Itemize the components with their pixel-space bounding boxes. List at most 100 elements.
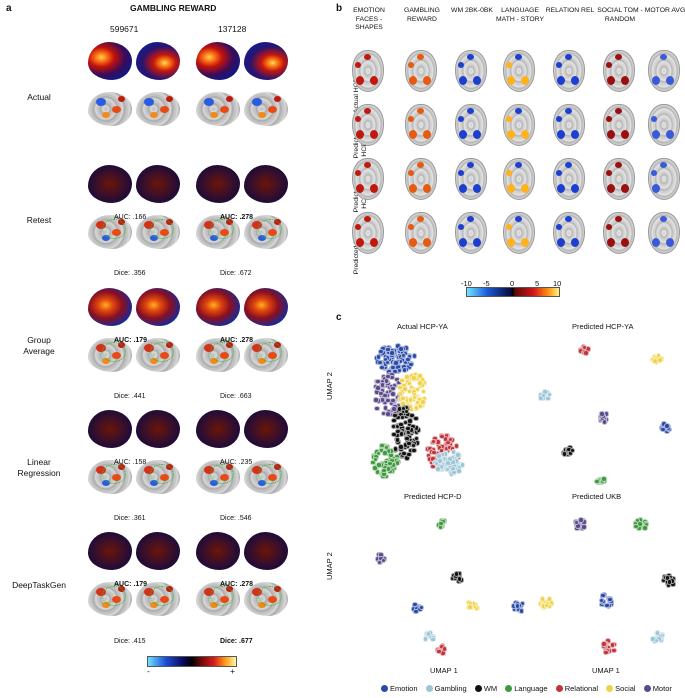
activation-spot: [364, 54, 371, 60]
activation-blob: [160, 106, 169, 113]
umap-point: [514, 603, 521, 609]
activation-blob: [150, 358, 158, 364]
activation-spot: [621, 238, 629, 247]
activation-blob: [204, 98, 214, 106]
brain-surface-top: [244, 42, 288, 80]
umap-point: [397, 384, 403, 391]
brain-surface-top: [244, 532, 288, 570]
activation-spot: [621, 76, 629, 85]
umap-point: [417, 373, 423, 379]
activation-spot: [364, 108, 371, 114]
umap-point: [374, 405, 380, 412]
activation-spot: [408, 62, 414, 68]
activation-blob: [210, 235, 218, 241]
activation-spot: [606, 62, 612, 68]
umap-point: [380, 557, 387, 564]
roi-outline: [150, 464, 174, 484]
brain-surface-top: [244, 410, 288, 448]
activation-blob: [258, 112, 266, 118]
activation-spot: [458, 170, 464, 176]
row-label-deeptaskgen: DeepTaskGen: [12, 580, 66, 590]
activation-spot: [556, 224, 562, 230]
umap-point: [382, 405, 389, 411]
umap-point: [411, 353, 418, 359]
umap-point: [435, 466, 441, 472]
brain-surface-top: [136, 288, 180, 326]
brain-surface-bottom: [136, 92, 180, 126]
activation-spot: [652, 130, 660, 139]
activation-spot: [507, 184, 515, 193]
umap-point: [569, 447, 576, 454]
activation-blob: [102, 112, 110, 118]
activation-blob: [252, 588, 262, 596]
activation-spot: [507, 130, 515, 139]
activation-blob: [258, 602, 266, 608]
umap-point: [382, 392, 388, 399]
umap-point: [395, 343, 401, 349]
activation-spot: [556, 116, 562, 122]
umap-point: [652, 358, 658, 364]
umap-point: [385, 397, 391, 404]
activation-spot: [417, 162, 424, 168]
activation-spot: [364, 162, 371, 168]
brain-surface-top: [88, 42, 132, 80]
activation-blob: [96, 466, 106, 474]
umap-point: [398, 346, 404, 352]
activation-blob: [210, 112, 218, 118]
activation-blob: [102, 602, 110, 608]
umap-point: [390, 391, 396, 397]
umap-point: [411, 375, 417, 381]
activation-spot: [615, 216, 622, 222]
activation-spot: [417, 108, 424, 114]
axial-brain-slice: [352, 104, 384, 146]
activation-spot: [621, 184, 629, 193]
activation-spot: [506, 62, 512, 68]
activation-spot: [458, 224, 464, 230]
umap-point: [405, 425, 411, 432]
roi-outline: [150, 342, 174, 362]
umap-point: [398, 421, 404, 428]
linreg-dice-1: Dice: .361: [114, 515, 146, 522]
roi-outline: [258, 342, 282, 362]
activation-spot: [565, 108, 572, 114]
brain-surface-top: [196, 288, 240, 326]
umap-point: [657, 357, 663, 363]
umap-point: [372, 456, 379, 463]
umap-point: [436, 453, 442, 459]
umap-point: [394, 460, 400, 466]
subject-label-1: 599671: [110, 24, 139, 34]
umap-point: [393, 360, 399, 366]
activation-blob: [226, 96, 233, 102]
umap-point: [392, 412, 398, 419]
activation-spot: [615, 108, 622, 114]
umap-point: [601, 641, 607, 647]
brain-surface-top: [88, 532, 132, 570]
umap-point: [633, 523, 639, 530]
column-header: EMOTION FACES - SHAPES: [353, 7, 385, 31]
activation-blob: [210, 358, 218, 364]
umap-xlabel-right: UMAP 1: [592, 666, 620, 675]
activation-blob: [252, 344, 262, 352]
activation-spot: [606, 224, 612, 230]
umap-point: [543, 602, 550, 609]
activation-spot: [607, 238, 615, 247]
umap-point: [413, 435, 420, 442]
roi-outline: [102, 342, 126, 362]
umap-point: [573, 519, 580, 526]
umap-point: [430, 438, 437, 445]
umap-xlabel-left: UMAP 1: [430, 666, 458, 675]
activation-spot: [652, 76, 660, 85]
panel-b-tick-m5: -5: [483, 279, 490, 288]
umap-point: [399, 377, 405, 384]
activation-blob: [96, 588, 106, 596]
linreg-dice-2: Dice: .546: [220, 515, 252, 522]
umap-point: [376, 462, 382, 468]
umap-point: [390, 385, 396, 392]
umap-ylabel-bottom: UMAP 2: [325, 552, 334, 580]
axial-brain-slice: [648, 104, 680, 146]
umap-title-predicted-hcpd: Predicted HCP-D: [404, 492, 462, 501]
activation-spot: [571, 238, 579, 247]
activation-blob: [102, 480, 110, 486]
activation-blob: [220, 106, 229, 113]
group-auc-1: AUC: .179: [114, 337, 148, 344]
